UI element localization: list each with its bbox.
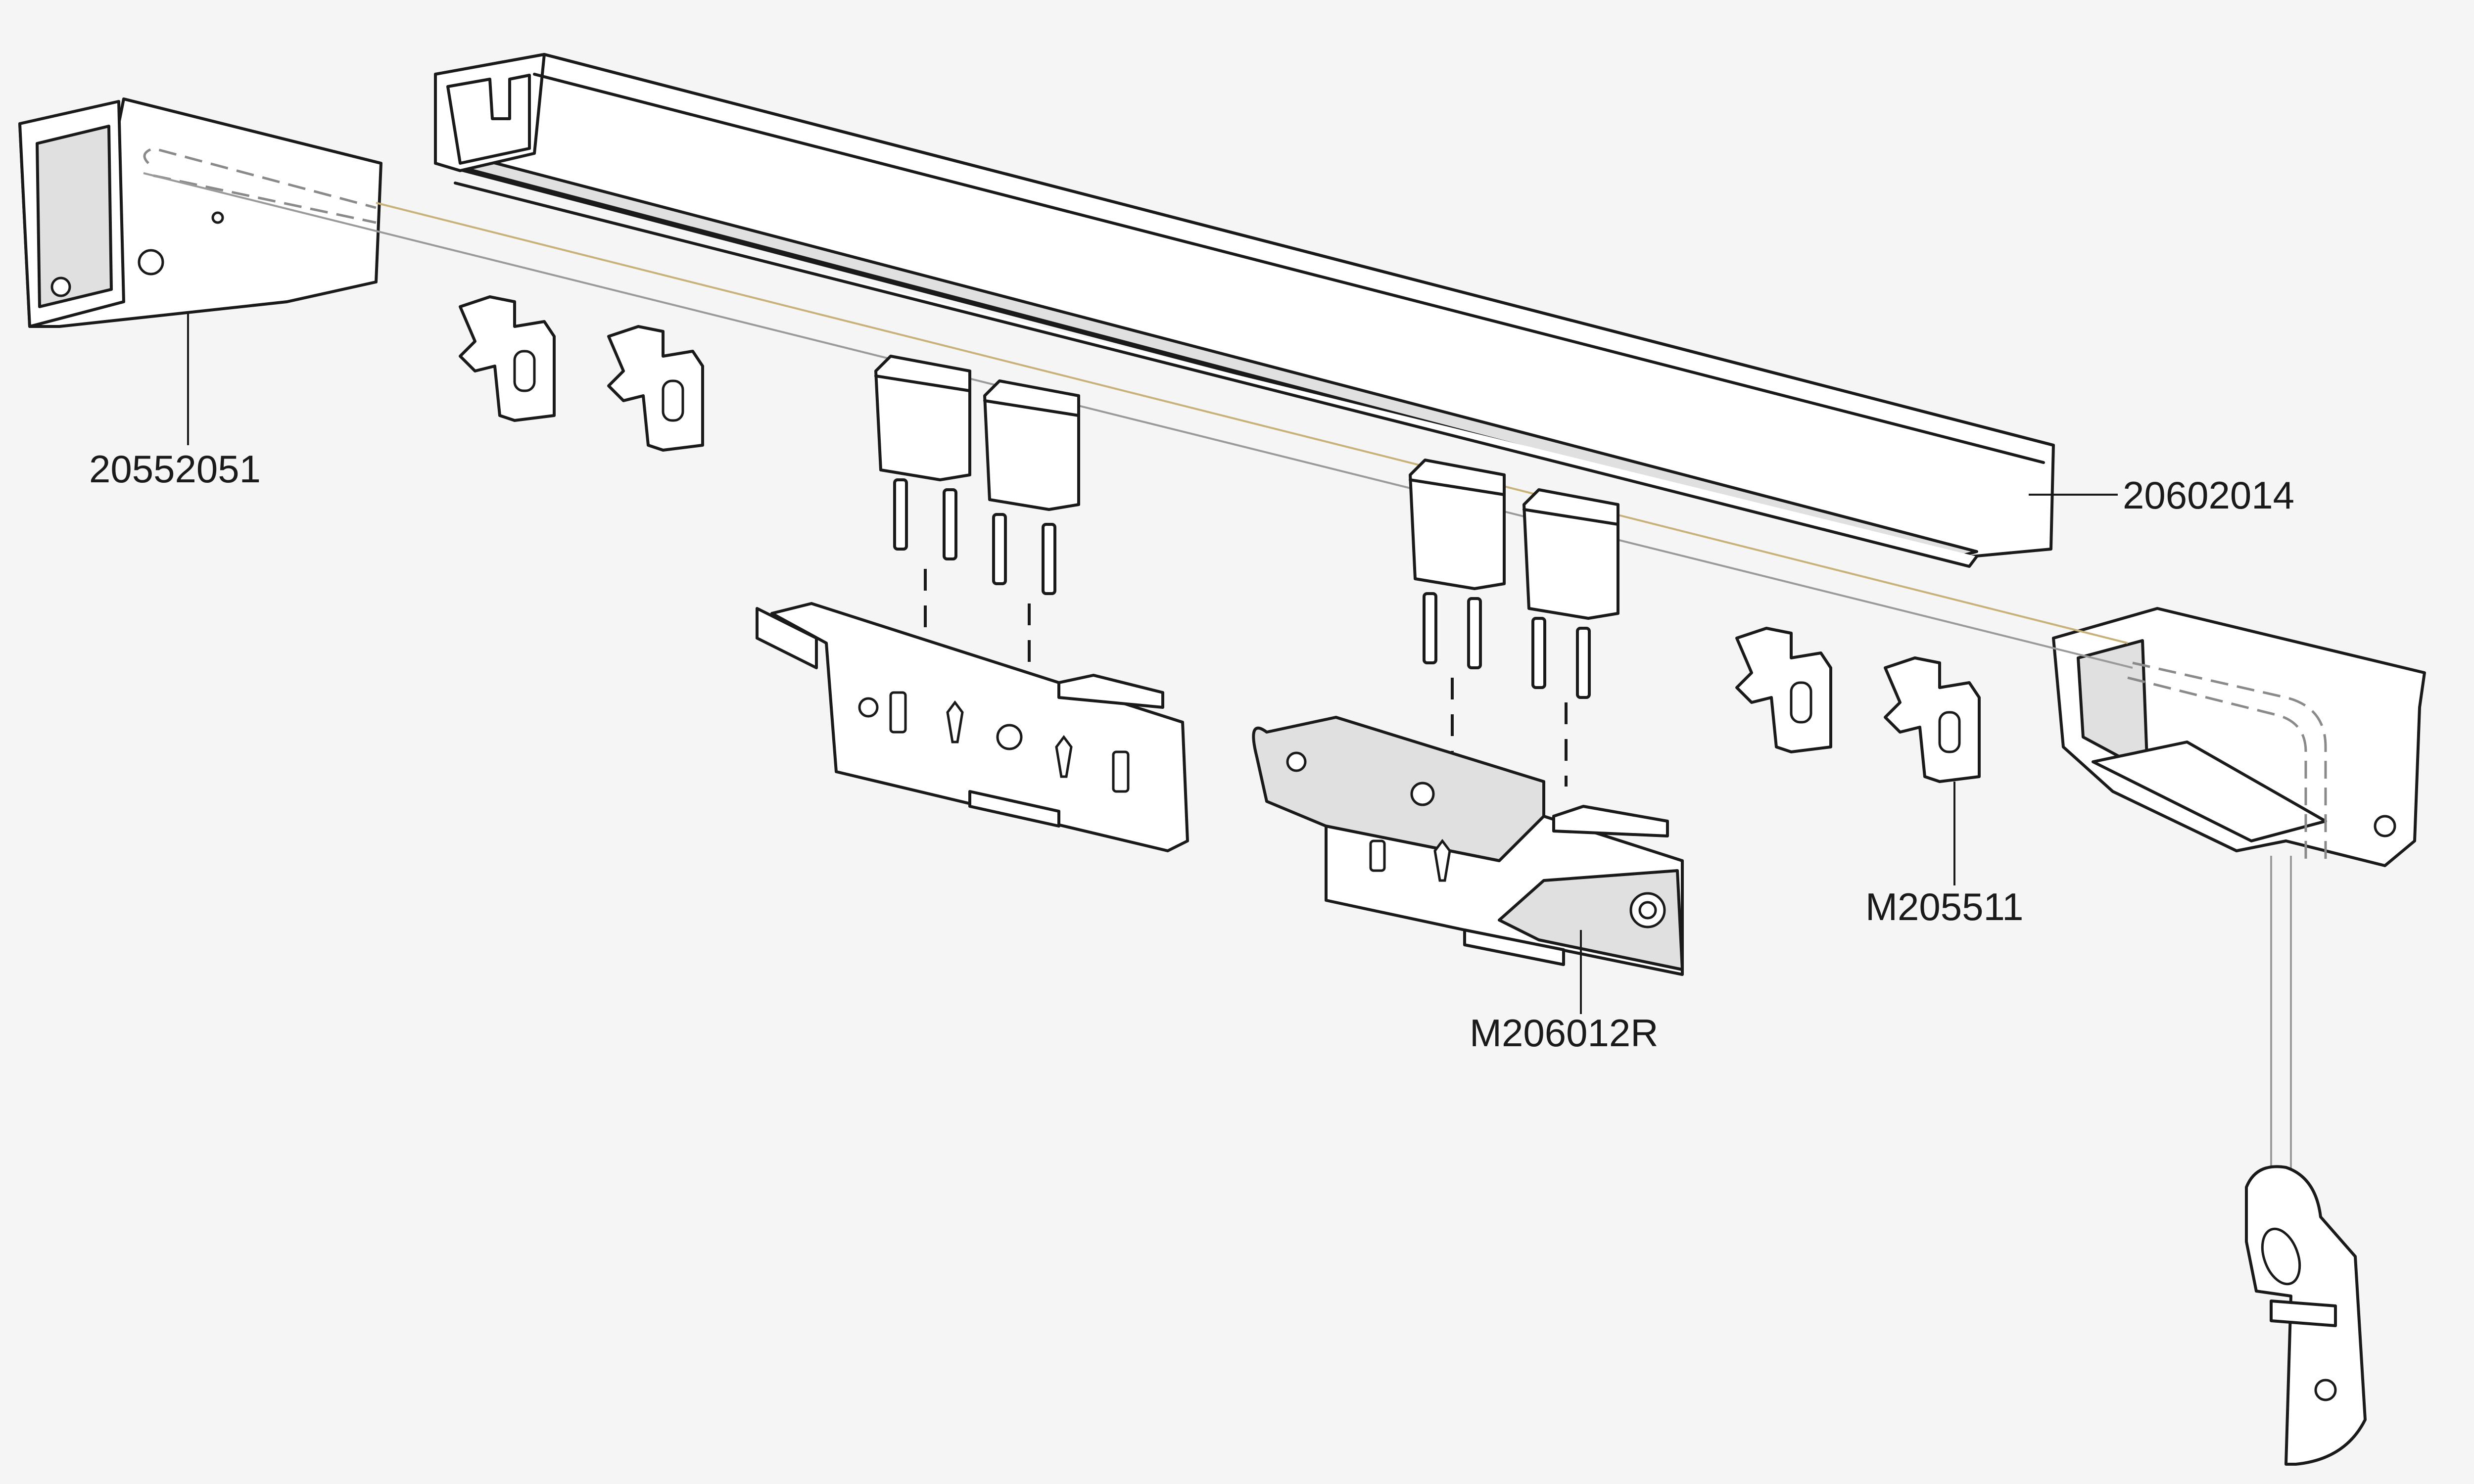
- mounting-clip-left-2: [983, 379, 1080, 511]
- mounting-clip-right-2: [1522, 488, 1619, 620]
- cord-drop-hook: [2245, 1165, 2367, 1466]
- carrier-plate-left: [756, 602, 1189, 852]
- runner-left-2: [607, 325, 704, 452]
- screw-group-right: [1423, 592, 1591, 699]
- screw-group-left: [893, 478, 1056, 595]
- left-end-bracket: [18, 97, 382, 328]
- label-end-bracket: 20552051: [89, 447, 261, 491]
- rail-profile: [434, 53, 2055, 568]
- label-master-carrier: M206012R: [1470, 1011, 1659, 1055]
- runner-left-1: [459, 295, 556, 422]
- label-rail-profile: 20602014: [2123, 473, 2294, 517]
- master-carrier: [1252, 716, 1684, 976]
- right-end-bracket: [2052, 607, 2426, 867]
- mounting-clip-right-1: [1409, 459, 1506, 590]
- leader-lines: [187, 312, 2118, 1014]
- label-carrier-clip: M205511: [1865, 885, 2023, 928]
- pull-cords: [143, 172, 2292, 1202]
- runner-right-2: [1884, 656, 1981, 783]
- mounting-clip-left-1: [874, 355, 971, 481]
- runner-right-1: [1735, 627, 1832, 753]
- alignment-dashes: [924, 569, 1568, 787]
